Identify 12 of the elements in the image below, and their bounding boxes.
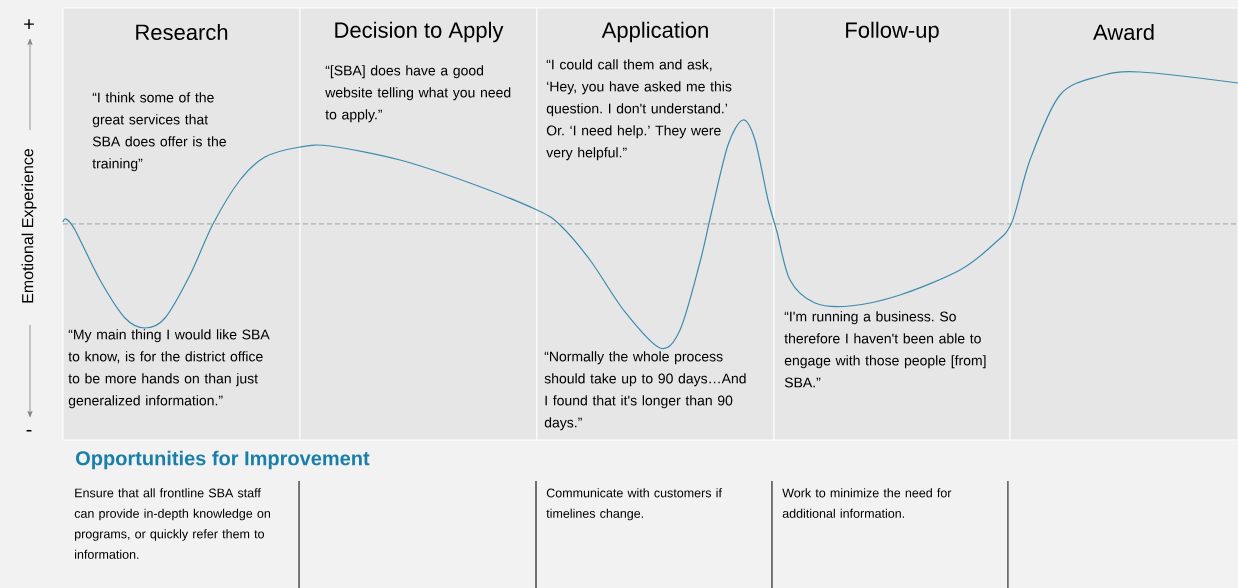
axis-sign: - <box>26 429 32 432</box>
axis-title: Emotional Experience <box>21 148 37 303</box>
phase-column: Research “I think some of the great services that SBA does offer is the training” “My main thing I would like SBA to know, is for the district office to be more hands on than just generalized information.” <box>62 7 301 441</box>
section-heading: Opportunities for Improvement <box>76 450 370 470</box>
phase-column: Follow-up “I'm running a business. So therefore I haven't been able to engage with those people [from] SBA.” <box>773 7 1011 441</box>
phase-column: Award <box>1009 7 1238 441</box>
improvement-text: Ensure that all frontline SBA staff can provide in-depth knowledge on programs, or quickly refer them to information. <box>74 488 270 559</box>
phase-column: Application “I could call them and ask, ‘Hey, you have asked me this question. I don't understand.’ Or. ‘I need help.’ They were very helpful.” “Normally the whole process should take up to 90 days…And I found that it's longer than 90 days.” <box>536 7 775 441</box>
axis-sign: + <box>24 19 34 29</box>
phase-column: Decision to Apply “[SBA] does have a good website telling what you need to apply.” <box>299 7 538 441</box>
improvement-text: Work to minimize the need for additional information. <box>782 488 952 518</box>
improvement-text: Communicate with customers if timelines change. <box>546 488 722 521</box>
